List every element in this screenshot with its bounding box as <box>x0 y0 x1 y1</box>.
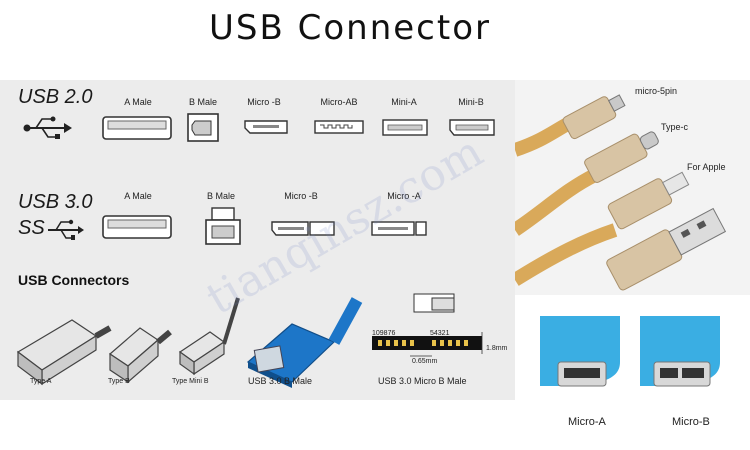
page-title: USB Connector <box>209 8 491 48</box>
blue-label-micro-b: Micro-B <box>672 416 710 428</box>
cable-label-for-apple: For Apple <box>687 162 726 172</box>
usb2-label-a-male: A Male <box>124 97 152 107</box>
type-a-plug-drawing <box>16 319 112 386</box>
usb3-b-male-blue-drawing <box>246 297 363 388</box>
usb2-b-male-shape <box>187 113 219 142</box>
usb2-heading: USB 2.0 <box>18 86 93 108</box>
micro-b-pins-left: 109876 <box>372 330 396 337</box>
usb2-micro-ab-shape <box>314 120 364 134</box>
usb2-label-mini-a: Mini-A <box>391 97 417 107</box>
usb3-label-b-male: B Male <box>206 191 235 201</box>
type-b-plug-drawing <box>109 327 172 384</box>
micro-b-pins-right: 54321 <box>430 330 450 337</box>
cable-label-micro-5pin: micro-5pin <box>635 86 678 96</box>
usb2-label-mini-b: Mini-B <box>458 97 484 107</box>
cable-photo-panel: micro-5pin Type-c For Apple <box>515 80 750 295</box>
usb2-connector-shapes <box>102 113 495 142</box>
connector-photo-drawings <box>16 293 483 388</box>
blue-micro-a-connector <box>540 316 620 387</box>
blue-micro-b-connector <box>640 316 720 387</box>
usb3-micro-b-shape <box>271 221 335 236</box>
type-mini-b-plug-drawing <box>178 297 240 376</box>
usb3-label-a-male: A Male <box>124 191 152 201</box>
usb3-micro-a-shape <box>371 221 427 236</box>
blue-micro-connectors-drawing <box>540 316 720 387</box>
type-a-caption: Type A <box>30 378 52 385</box>
blue-label-micro-a: Micro-A <box>568 416 606 428</box>
usb3-connector-shapes <box>102 207 427 245</box>
usb3-micro-b-male-caption: USB 3.0 Micro B Male <box>378 376 467 386</box>
type-b-caption: Type B <box>108 378 130 385</box>
cable-label-type-c: Type-c <box>661 122 689 132</box>
usb2-a-male-shape <box>102 116 172 140</box>
micro-b-dimension-pitch: 0.65mm <box>412 358 438 365</box>
usb3-b-male-shape <box>205 207 241 245</box>
usb3-a-male-shape <box>102 215 172 239</box>
usb-diagram-panel: USB 2.0 A Male B Male Micro -B Micro-AB … <box>0 80 515 400</box>
gold-cable-drawing <box>515 94 727 291</box>
usb3-b-male-caption: USB 3.0 B Male <box>248 376 313 386</box>
type-mini-b-caption: Type Mini B <box>172 378 209 385</box>
superspeed-label: SS <box>18 217 45 239</box>
usb2-mini-b-shape <box>449 119 495 136</box>
usb-ss-trident-icon <box>48 219 84 240</box>
usb3-heading: USB 3.0 <box>18 191 93 213</box>
usb3-label-micro-a: Micro -A <box>387 191 421 201</box>
usb2-label-micro-b: Micro -B <box>247 97 281 107</box>
usb3-micro-b-pinout-drawing <box>372 293 483 357</box>
usb-trident-icon <box>23 116 72 139</box>
micro-b-dimension-height: 1.8mm <box>486 345 508 352</box>
usb2-mini-a-shape <box>382 119 428 136</box>
usb2-label-micro-ab: Micro-AB <box>320 97 358 107</box>
usb-connectors-heading: USB Connectors <box>18 272 130 288</box>
usb2-label-b-male: B Male <box>188 97 217 107</box>
usb3-label-micro-b: Micro -B <box>284 191 318 201</box>
usb2-micro-b-shape <box>244 120 288 134</box>
